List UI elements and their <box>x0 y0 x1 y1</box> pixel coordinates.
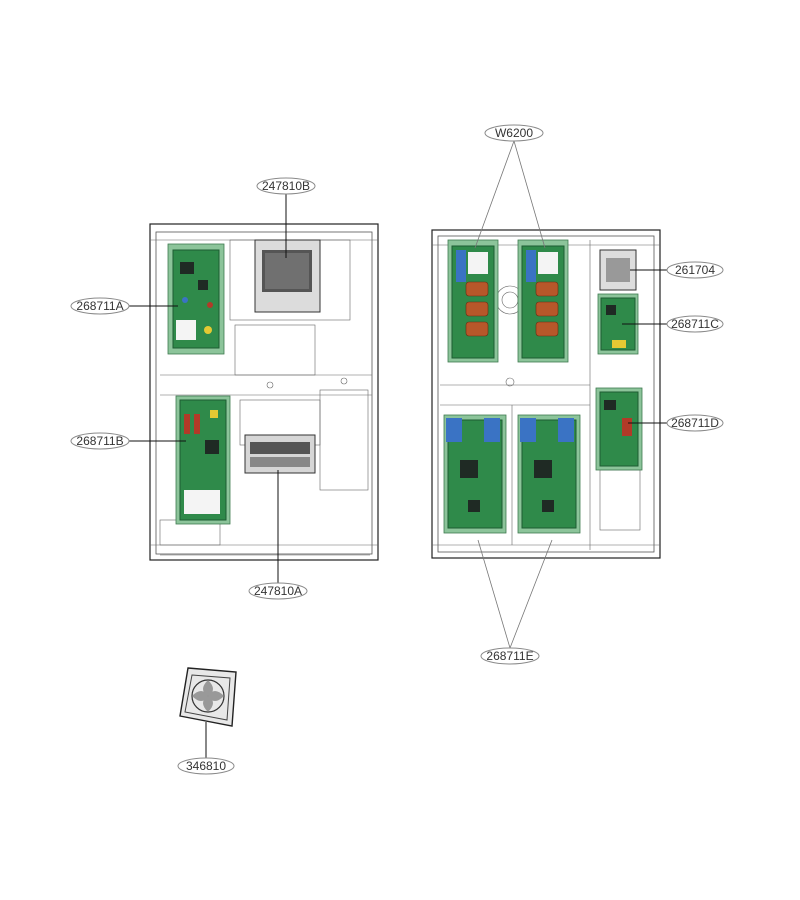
filter-board-w6200-right <box>517 239 569 363</box>
pcb-268711d <box>595 387 643 471</box>
label-247810a: 247810A <box>254 584 302 598</box>
callout-346810: 346810 <box>177 757 235 775</box>
filter-board-w6200-left <box>447 239 499 363</box>
callout-247810b: 247810B <box>256 177 316 195</box>
callout-247810a: 247810A <box>248 582 308 600</box>
label-261704: 261704 <box>675 263 715 277</box>
label-268711c: 268711C <box>671 317 719 331</box>
label-268711b: 268711B <box>76 434 123 448</box>
display-unit-247810b <box>254 239 321 313</box>
relay-module-247810a <box>244 434 316 474</box>
label-268711e: 268711E <box>486 649 533 663</box>
callout-268711e: 268711E <box>480 647 540 665</box>
left-control-box <box>149 223 379 561</box>
label-247810b: 247810B <box>262 179 310 193</box>
inverter-board-268711e-left <box>443 414 507 534</box>
callout-268711c: 268711C <box>666 315 724 333</box>
callout-268711a: 268711A <box>70 297 130 315</box>
label-268711a: 268711A <box>76 299 123 313</box>
lower-pcb-268711b <box>175 395 231 525</box>
label-w6200: W6200 <box>495 126 533 140</box>
right-power-box <box>431 229 661 559</box>
label-346810: 346810 <box>186 759 226 773</box>
callout-w6200: W6200 <box>484 124 544 142</box>
cooling-fan-346810 <box>179 667 237 727</box>
callout-268711d: 268711D <box>666 414 724 432</box>
callout-261704: 261704 <box>666 261 724 279</box>
leader-lines <box>128 140 667 758</box>
transformer-261704 <box>599 249 637 291</box>
inverter-board-268711e-right <box>517 414 581 534</box>
callout-268711b: 268711B <box>70 432 130 450</box>
label-268711d: 268711D <box>671 416 719 430</box>
main-pcb-268711a <box>167 243 225 355</box>
